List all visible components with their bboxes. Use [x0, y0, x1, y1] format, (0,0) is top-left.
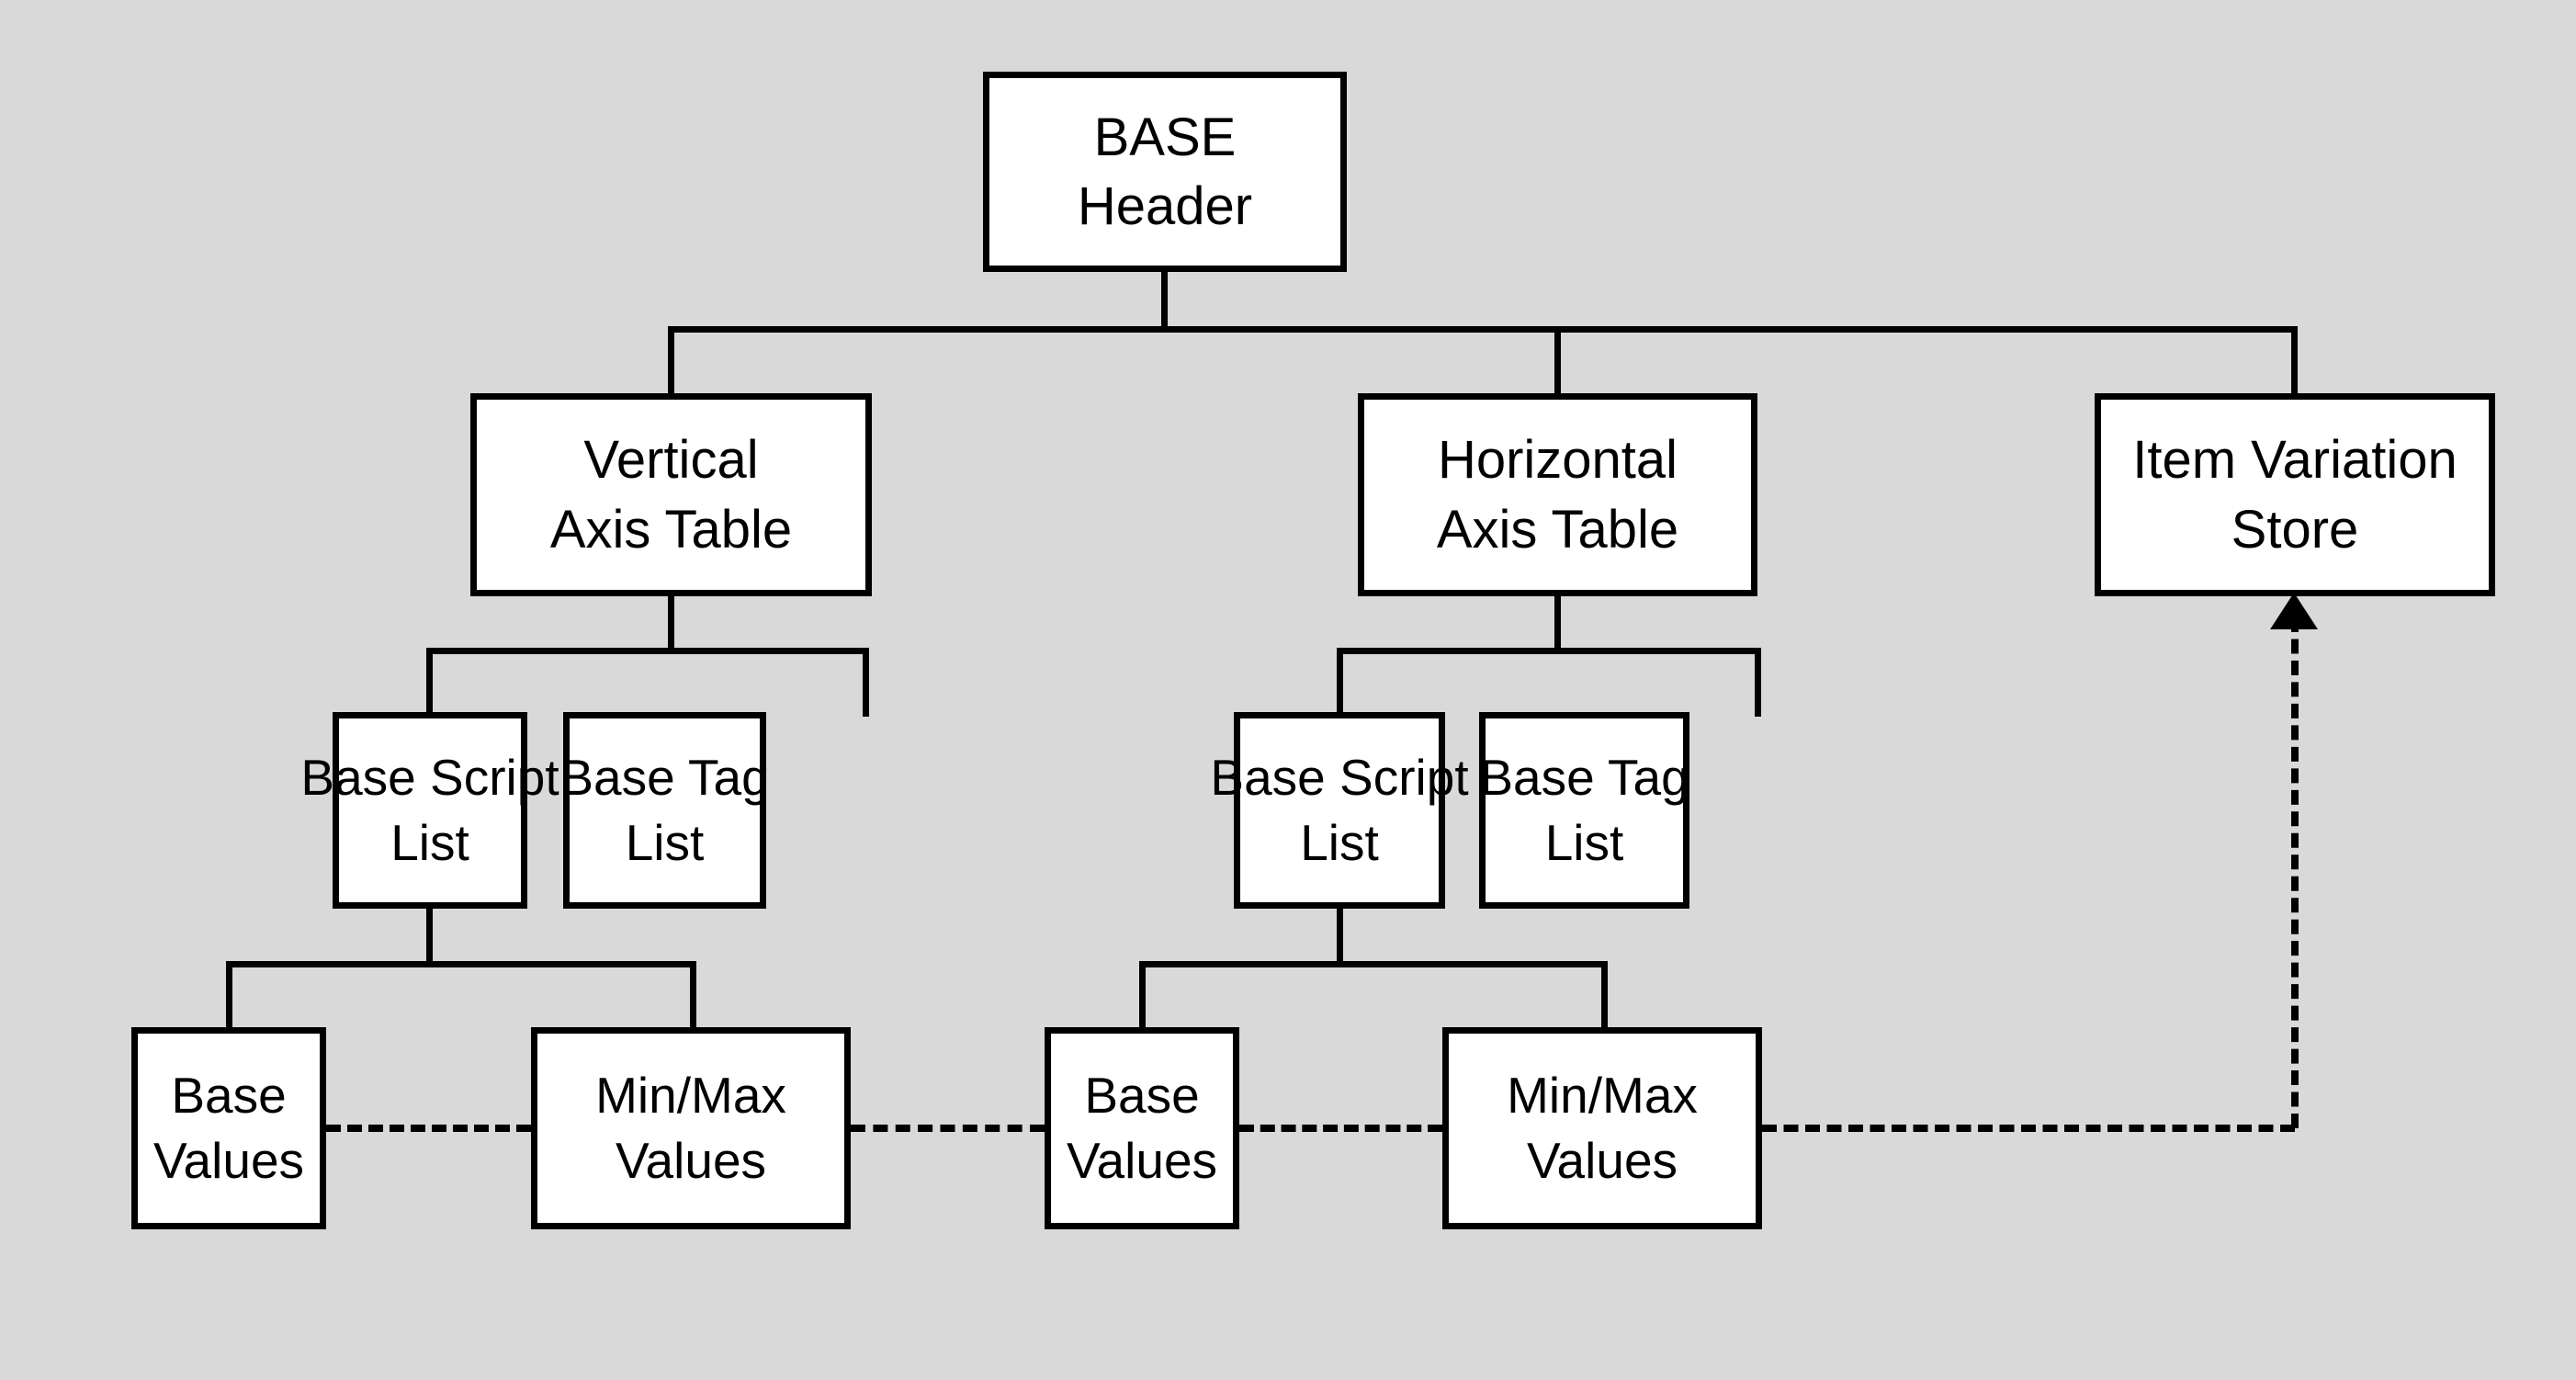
node-base-values-right-line1: Base [1084, 1066, 1200, 1124]
connector-base-script-list-right-bar [1139, 961, 1608, 967]
connector-base-script-list-right-stem [1337, 905, 1343, 967]
connector-base-script-list-left-bar [226, 961, 696, 967]
node-base-values-right-line2: Values [1066, 1132, 1218, 1189]
connector-base-script-list-right-to-base-values [1139, 961, 1146, 1031]
node-base-tag-list-left-line1: Base Tag [559, 748, 770, 806]
node-minmax-values-left-line1: Min/Max [595, 1066, 786, 1124]
connector-horizontal-axis-to-base-tag-list [1755, 648, 1761, 717]
connector-base-script-list-right-to-minmax-values [1601, 961, 1608, 1031]
node-vertical-axis-table-line2: Axis Table [549, 499, 793, 560]
arrowhead-up-icon [2270, 593, 2318, 629]
connector-base-header-to-horizontal-axis [1554, 326, 1561, 398]
node-base-tag-list-right-line1: Base Tag [1479, 748, 1689, 806]
node-base-values-left-line1: Base [171, 1066, 287, 1124]
node-item-variation-store-line1: Item Variation [2132, 430, 2457, 491]
node-horizontal-axis-table-line1: Horizontal [1437, 430, 1678, 491]
node-item-variation-store[interactable]: Item Variation Store [2095, 393, 2495, 596]
connector-vertical-axis-stem [668, 592, 674, 654]
node-base-tag-list-right-line2: List [1544, 814, 1624, 871]
node-base-tag-list-left-line2: List [625, 814, 705, 871]
dashed-riser-to-item-variation-store [2291, 617, 2299, 1128]
node-vertical-axis-table-line1: Vertical [583, 430, 759, 491]
node-base-script-list-left[interactable]: Base Script List [300, 712, 559, 909]
node-base-header[interactable]: BASE Header [983, 72, 1347, 272]
node-item-variation-store-line2: Store [2231, 499, 2359, 560]
node-base-header-line1: BASE [1093, 107, 1237, 167]
node-base-values-left-line2: Values [153, 1132, 305, 1189]
node-horizontal-axis-table[interactable]: Horizontal Axis Table [1358, 393, 1757, 596]
connector-horizontal-axis-bar [1337, 648, 1761, 654]
connector-base-header-to-vertical-axis [668, 326, 674, 398]
node-base-values-left[interactable]: Base Values [131, 1027, 326, 1229]
connector-base-script-list-left-to-minmax-values [690, 961, 696, 1031]
connector-vertical-axis-to-base-script-list [426, 648, 433, 717]
connector-base-header-stem [1161, 270, 1168, 333]
connector-base-header-to-item-variation [2291, 326, 2298, 398]
node-base-script-list-right-line2: List [1300, 814, 1379, 871]
node-base-values-right[interactable]: Base Values [1045, 1027, 1239, 1229]
node-minmax-values-left[interactable]: Min/Max Values [531, 1027, 851, 1229]
node-base-tag-list-right[interactable]: Base Tag List [1479, 712, 1689, 909]
connector-vertical-axis-to-base-tag-list [863, 648, 869, 717]
node-minmax-values-left-line2: Values [615, 1132, 767, 1189]
connector-horizontal-axis-to-base-script-list [1337, 648, 1343, 717]
dashed-link-minmax-values-left-to-base-values-right [851, 1125, 1045, 1132]
connector-horizontal-axis-stem [1554, 592, 1561, 654]
node-base-script-list-left-line2: List [390, 814, 469, 871]
node-base-header-line2: Header [1077, 176, 1253, 236]
dashed-link-minmax-values-right-to-item-variation [1762, 1125, 2295, 1132]
dashed-link-base-values-left-to-minmax-values-left [326, 1125, 531, 1132]
node-base-script-list-right-line1: Base Script [1210, 748, 1469, 806]
node-minmax-values-right-line2: Values [1526, 1132, 1678, 1189]
node-minmax-values-right[interactable]: Min/Max Values [1442, 1027, 1762, 1229]
connector-base-header-bar [668, 326, 2298, 333]
node-minmax-values-right-line1: Min/Max [1507, 1066, 1698, 1124]
dashed-link-base-values-right-to-minmax-values-right [1239, 1125, 1442, 1132]
node-horizontal-axis-table-line2: Axis Table [1436, 499, 1679, 560]
node-base-script-list-right[interactable]: Base Script List [1210, 712, 1469, 909]
connector-vertical-axis-bar [426, 648, 869, 654]
node-base-tag-list-left[interactable]: Base Tag List [559, 712, 770, 909]
connector-base-script-list-left-stem [426, 905, 433, 967]
connector-base-script-list-left-to-base-values [226, 961, 232, 1031]
node-base-script-list-left-line1: Base Script [300, 748, 559, 806]
node-vertical-axis-table[interactable]: Vertical Axis Table [470, 393, 872, 596]
